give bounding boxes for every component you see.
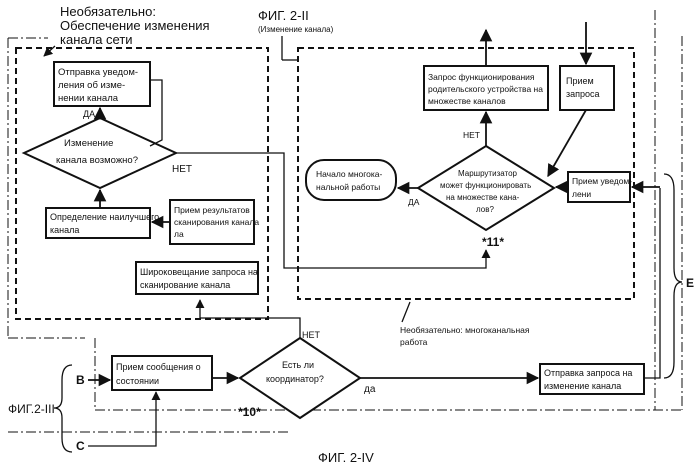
best-channel-box: Определение наилучшего канала (46, 208, 159, 238)
svg-text:канала возможно?: канала возможно? (56, 155, 138, 166)
send-change-request-box: Отправка запроса на изменение канала (540, 364, 644, 394)
svg-text:лени: лени (572, 189, 591, 199)
receive-request-box: Прием запроса (560, 66, 614, 110)
fig-2ii-label: ФИГ. 2-II (258, 8, 309, 23)
svg-text:Отправка запроса на: Отправка запроса на (544, 368, 632, 378)
svg-text:Отправка уведом-: Отправка уведом- (58, 67, 138, 78)
optional-multichannel-label-1: Необязательно: многоканальная (400, 325, 530, 335)
svg-text:ла: ла (174, 229, 184, 239)
svg-text:на множестве кана-: на множестве кана- (446, 193, 520, 202)
svg-text:Широковещание запроса на: Широковещание запроса на (140, 267, 258, 277)
svg-text:нении канала: нении канала (58, 93, 119, 104)
svg-text:родительского устройства на: родительского устройства на (428, 84, 543, 94)
svg-text:Определение наилучшего: Определение наилучшего (50, 212, 159, 222)
svg-text:Начало многока-: Начало многока- (316, 169, 383, 179)
svg-text:изменение канала: изменение канала (544, 381, 621, 391)
edge-no-2: НЕТ (463, 130, 480, 140)
svg-text:состоянии: состоянии (116, 376, 159, 386)
svg-text:Изменение: Изменение (64, 138, 113, 149)
edge-no-3: НЕТ (302, 330, 321, 340)
connector-b: B (76, 373, 85, 387)
connector-e: E (686, 276, 694, 290)
svg-text:сканирование канала: сканирование канала (140, 280, 230, 290)
edge-yes-2: ДА (408, 197, 420, 207)
svg-text:Есть ли: Есть ли (282, 360, 314, 370)
svg-text:лов?: лов? (476, 205, 494, 214)
scan-results-box: Прием результатов сканирования канала ла (170, 200, 259, 244)
start-multichannel-box: Начало многока- нальной работы (306, 160, 396, 200)
svg-text:Прием сообщения о: Прием сообщения о (116, 362, 201, 372)
svg-text:Запрос функционирования: Запрос функционирования (428, 72, 535, 82)
svg-text:канала: канала (50, 225, 79, 235)
fig-2iv-label: ФИГ. 2-IV (318, 450, 374, 465)
svg-text:ления об изме-: ления об изме- (58, 80, 125, 91)
optional-change-title-2: Обеспечение изменения (60, 18, 210, 33)
fig-2ii-subtitle: (Изменение канала) (258, 25, 334, 34)
edge-yes-3: да (364, 384, 376, 395)
parent-request-box: Запрос функционирования родительского ус… (424, 66, 548, 110)
broadcast-scan-box: Широковещание запроса на сканирование ка… (136, 262, 258, 294)
svg-text:запроса: запроса (566, 89, 600, 99)
svg-text:сканирования канала: сканирования канала (174, 217, 259, 227)
ref-11: *11* (482, 235, 504, 249)
optional-change-title-3: канала сети (60, 32, 133, 47)
change-possible-decision: Изменение канала возможно? (24, 118, 176, 188)
ref-10: *10* (238, 405, 261, 419)
fig-2iii-label: ФИГ.2-III (8, 402, 55, 416)
svg-text:множестве каналов: множестве каналов (428, 96, 506, 106)
router-multichannel-decision: Маршрутизатор может функционировать на м… (418, 146, 554, 230)
svg-text:может функционировать: может функционировать (440, 181, 531, 190)
receive-notification-box: Прием уведом- лени (568, 172, 632, 202)
status-message-box: Прием сообщения о состоянии (112, 356, 212, 390)
svg-text:Маршрутизатор: Маршрутизатор (458, 169, 518, 178)
svg-text:координатор?: координатор? (266, 374, 324, 384)
send-notification-box: Отправка уведом- ления об изме- нении ка… (54, 62, 150, 106)
svg-text:нальной работы: нальной работы (316, 182, 380, 192)
optional-change-title-1: Необязательно: (60, 4, 156, 19)
svg-text:Прием результатов: Прием результатов (174, 205, 250, 215)
edge-yes-1: ДА (83, 109, 95, 119)
svg-text:Прием уведом-: Прием уведом- (572, 176, 632, 186)
edge-no-1: НЕТ (172, 164, 192, 175)
svg-text:Прием: Прием (566, 76, 594, 86)
connector-c: C (76, 439, 85, 453)
optional-multichannel-label-2: работа (400, 337, 428, 347)
